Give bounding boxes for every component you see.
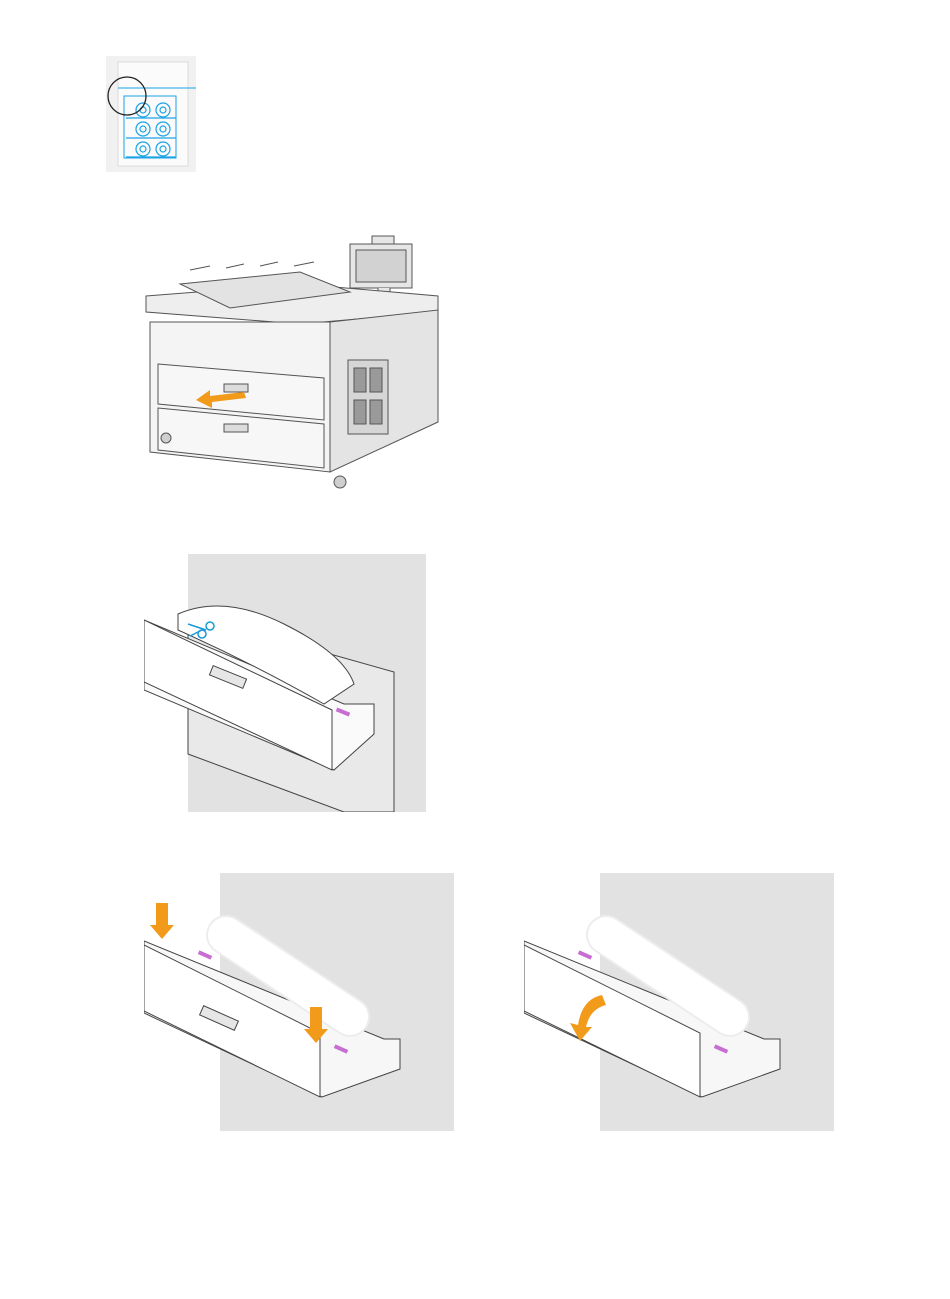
drawer-cut-paper-illustration <box>144 554 426 812</box>
roll-drawer-locator-icon <box>106 56 196 172</box>
drawer-lift-release-illustration <box>524 873 834 1131</box>
printer-open-drawer-illustration <box>140 232 452 494</box>
drawer-press-down-illustration <box>144 873 454 1131</box>
